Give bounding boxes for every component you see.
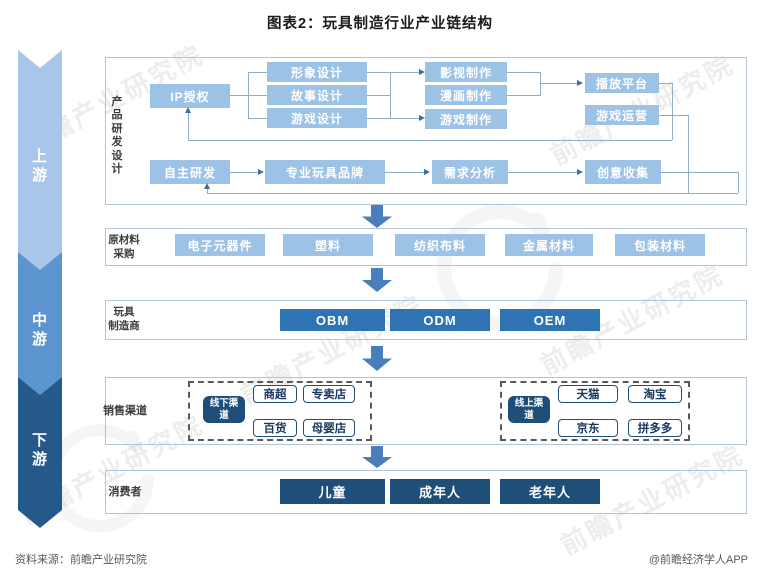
ribbon-downstream xyxy=(18,377,62,528)
frame-materials-section xyxy=(105,228,747,266)
connector xyxy=(688,115,689,193)
connector xyxy=(661,172,738,173)
box-game-design: 游戏设计 xyxy=(267,108,367,128)
box-specialty-store: 专卖店 xyxy=(303,385,355,403)
hub-offline-channel: 线下渠道 xyxy=(203,396,245,423)
box-elderly: 老年人 xyxy=(500,479,600,504)
label-consumers: 消费者 xyxy=(108,486,142,498)
label-rnd: 产品研发设计 xyxy=(111,96,123,176)
connector xyxy=(390,72,391,119)
arrowhead-up xyxy=(185,107,191,113)
ribbon-label-midstream: 中游 xyxy=(31,312,47,348)
box-mother-baby-store: 母婴店 xyxy=(303,419,355,437)
box-image-design: 形象设计 xyxy=(267,62,367,82)
box-adults: 成年人 xyxy=(390,479,490,504)
connector xyxy=(188,113,189,140)
box-supermarket: 商超 xyxy=(253,385,297,403)
source-note: 资料来源：前瞻产业研究院 xyxy=(15,554,147,566)
box-pinduoduo: 拼多多 xyxy=(628,419,682,437)
label-materials: 原材料 采购 xyxy=(100,234,148,261)
box-idea-collection: 创意收集 xyxy=(585,160,661,184)
arrowhead-up xyxy=(204,183,210,189)
online-channel-group xyxy=(500,381,690,441)
down-block-arrow xyxy=(362,446,392,468)
ribbon-label-downstream: 下游 xyxy=(31,432,47,468)
arrowhead-right xyxy=(577,169,583,175)
connector xyxy=(188,140,672,141)
frame-consumers-section xyxy=(105,470,747,514)
box-electronic-components: 电子元器件 xyxy=(175,234,265,256)
box-game-production: 游戏制作 xyxy=(425,109,507,129)
connector xyxy=(248,72,249,119)
connector xyxy=(540,72,541,96)
label-manufacturers-line1: 玩具 xyxy=(113,306,135,318)
arrowhead-right xyxy=(424,169,430,175)
down-block-arrow xyxy=(362,346,392,371)
box-comic-production: 漫画制作 xyxy=(425,85,507,105)
connector xyxy=(390,72,419,73)
box-children: 儿童 xyxy=(280,479,385,504)
box-ip-license: IP授权 xyxy=(150,84,230,108)
ribbon-label-upstream: 上游 xyxy=(31,148,47,184)
connector xyxy=(507,95,540,96)
connector xyxy=(207,189,208,193)
box-plastic: 塑料 xyxy=(283,234,373,256)
connector xyxy=(248,72,267,73)
box-packaging: 包装材料 xyxy=(615,234,705,256)
arrowhead-right xyxy=(419,69,425,75)
frame-channels-section xyxy=(105,377,747,445)
connector xyxy=(367,72,390,73)
connector xyxy=(248,118,267,119)
box-broadcast-platform: 播放平台 xyxy=(585,73,659,93)
label-manufacturers: 玩具 制造商 xyxy=(100,306,148,333)
connector xyxy=(367,118,390,119)
box-film-production: 影视制作 xyxy=(425,62,507,82)
connector xyxy=(738,172,739,193)
box-game-operation: 游戏运营 xyxy=(585,105,659,125)
label-materials-line2: 采购 xyxy=(113,247,135,260)
box-tmall: 天猫 xyxy=(558,385,618,403)
frame-rnd-section xyxy=(105,57,747,205)
connector xyxy=(672,83,673,140)
label-manufacturers-line2: 制造商 xyxy=(108,319,140,332)
box-self-rnd: 自主研发 xyxy=(150,160,230,184)
connector xyxy=(540,83,577,84)
arrowhead-right xyxy=(419,115,425,121)
connector xyxy=(230,172,258,173)
offline-channel-group xyxy=(188,381,372,441)
box-odm: ODM xyxy=(390,309,490,331)
box-textile: 纺织布料 xyxy=(395,234,485,256)
box-obm: OBM xyxy=(280,309,385,331)
credit-note: @前瞻经济学人APP xyxy=(648,554,748,566)
connector xyxy=(390,118,419,119)
hub-online-channel: 线上渠道 xyxy=(508,396,550,423)
box-toy-brand: 专业玩具品牌 xyxy=(265,160,385,184)
connector xyxy=(659,83,672,84)
box-story-design: 故事设计 xyxy=(267,85,367,105)
box-metal: 金属材料 xyxy=(505,234,593,256)
box-department-store: 百货 xyxy=(253,419,297,437)
box-demand-analysis: 需求分析 xyxy=(432,160,508,184)
chart-title: 图表2：玩具制造行业产业链结构 xyxy=(266,16,494,32)
connector xyxy=(207,193,738,194)
box-taobao: 淘宝 xyxy=(628,385,682,403)
down-block-arrow xyxy=(362,205,392,228)
label-materials-line1: 原材料 xyxy=(108,234,140,246)
connector xyxy=(508,172,577,173)
ribbon-upstream xyxy=(18,50,62,270)
connector xyxy=(659,115,688,116)
arrowhead-right xyxy=(258,169,264,175)
down-block-arrow xyxy=(362,268,392,292)
frame-manufacturer-section xyxy=(105,300,747,340)
arrowhead-right xyxy=(577,80,583,86)
label-channels: 销售渠道 xyxy=(103,405,147,417)
connector xyxy=(507,72,540,73)
box-jd: 京东 xyxy=(558,419,618,437)
connector xyxy=(367,95,390,96)
ribbon-midstream xyxy=(18,252,62,395)
connector xyxy=(385,172,424,173)
box-oem: OEM xyxy=(500,309,600,331)
